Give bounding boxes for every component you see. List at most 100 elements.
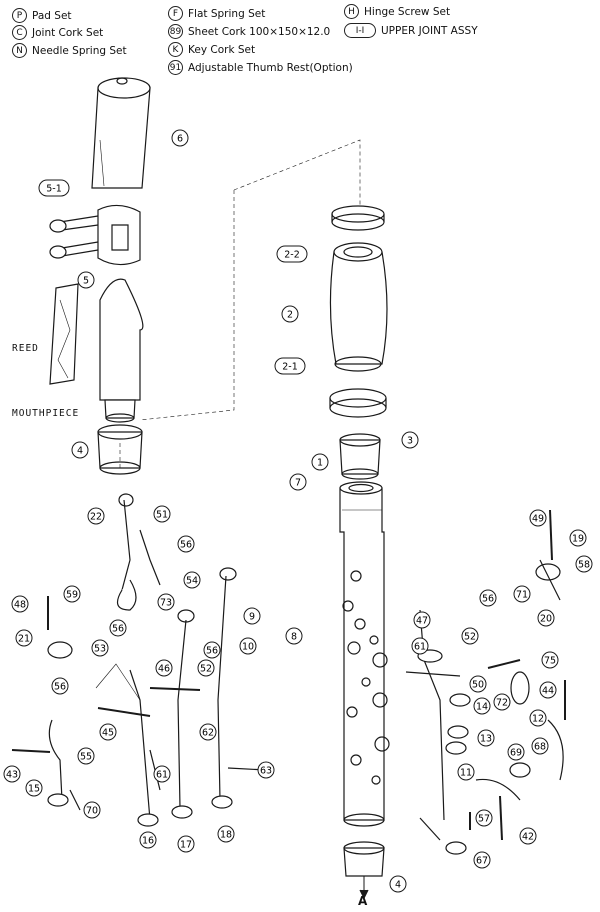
legend-code: 91: [168, 60, 183, 75]
callout-number: 75: [544, 656, 556, 667]
callout-number: 56: [54, 682, 66, 693]
callout-number: 56: [482, 594, 494, 605]
callout-number: 73: [160, 598, 172, 609]
callout-number: 5-1: [46, 184, 62, 195]
callout-circle: [311, 453, 329, 471]
legend-code: I-I: [344, 23, 376, 38]
callout-circle: [217, 825, 235, 843]
part-callout: 55: [77, 747, 95, 765]
callout-circle: [157, 593, 175, 611]
callout-number: 17: [180, 840, 192, 851]
callout-number: 45: [102, 728, 114, 739]
callout-circle: [51, 677, 69, 695]
callout-circle: [71, 441, 89, 459]
upper-joint-body: [339, 481, 390, 827]
legend-item: F Flat Spring Set: [168, 6, 265, 21]
callout-circle: [477, 729, 495, 747]
callout-number: 46: [158, 664, 170, 675]
callout-circle: [276, 245, 308, 263]
callout-circle: [541, 651, 559, 669]
mouthpiece-label: MOUTHPIECE: [12, 408, 80, 419]
part-callout: 2-1: [274, 357, 306, 375]
part-callout: 49: [529, 509, 547, 527]
part-callout: 67: [473, 851, 491, 869]
part-callout: 73: [157, 593, 175, 611]
callout-circle: [537, 609, 555, 627]
callout-circle: [413, 611, 431, 629]
legend-code: F: [168, 6, 183, 21]
arrow-a-label: A: [358, 894, 368, 908]
barrel-ring-bottom: [329, 388, 387, 418]
callout-circle: [493, 693, 511, 711]
callout-circle: [155, 659, 173, 677]
callout-number: 6: [177, 134, 183, 145]
part-callout: 5-1: [38, 179, 70, 197]
part-callout: 48: [11, 595, 29, 613]
callout-circle: [289, 473, 307, 491]
legend-code: H: [344, 4, 359, 19]
part-callout: 4: [71, 441, 89, 459]
callout-circle: [11, 595, 29, 613]
callout-number: 2-2: [284, 250, 300, 261]
part-callout: 61: [411, 637, 429, 655]
part-callout: 18: [217, 825, 235, 843]
callout-number: 58: [578, 560, 590, 571]
callout-number: 43: [6, 770, 18, 781]
callout-circle: [77, 271, 95, 289]
part-callout: 56: [109, 619, 127, 637]
barrel-ring-top: [331, 205, 385, 231]
callout-circle: [519, 827, 537, 845]
callout-circle: [77, 747, 95, 765]
part-callout: 54: [183, 571, 201, 589]
part-callout: 13: [477, 729, 495, 747]
callout-number: 63: [260, 766, 272, 777]
part-callout: 68: [531, 737, 549, 755]
reed-label: REED: [12, 343, 39, 354]
callout-circle: [25, 779, 43, 797]
legend-text: Flat Spring Set: [188, 7, 266, 20]
callout-circle: [99, 723, 117, 741]
part-callout: 56: [203, 641, 221, 659]
callout-number: 68: [534, 742, 546, 753]
callout-circle: [507, 743, 525, 761]
callout-circle: [389, 875, 407, 893]
callout-circle: [139, 831, 157, 849]
part-callout: 44: [539, 681, 557, 699]
part-callout: 69: [507, 743, 525, 761]
part-callout: 70: [83, 801, 101, 819]
callout-circle: [469, 675, 487, 693]
part-callout: 56: [177, 535, 195, 553]
callout-circle: [473, 697, 491, 715]
callout-number: 59: [66, 590, 78, 601]
callout-circle: [87, 507, 105, 525]
callout-number: 4: [77, 446, 83, 457]
callout-circle: [109, 619, 127, 637]
callout-circle: [257, 761, 275, 779]
part-callout: 20: [537, 609, 555, 627]
reed: [49, 283, 79, 385]
part-callout: 57: [475, 809, 493, 827]
part-callout: 17: [177, 835, 195, 853]
tenon-cork-ring: [343, 841, 385, 877]
callout-circle: [475, 809, 493, 827]
callout-number: 42: [522, 832, 534, 843]
callout-number: 44: [542, 686, 554, 697]
part-callout: 3: [401, 431, 419, 449]
callout-circle: [457, 763, 475, 781]
ligature: [49, 204, 141, 266]
barrel: [329, 242, 388, 372]
part-callout: 56: [479, 589, 497, 607]
callout-circle: [411, 637, 429, 655]
part-callout: 22: [87, 507, 105, 525]
callout-circle: [529, 509, 547, 527]
callout-number: 70: [86, 806, 98, 817]
callout-circle: [529, 709, 547, 727]
callout-circle: [3, 765, 21, 783]
callout-number: 18: [220, 830, 232, 841]
callout-number: 51: [156, 510, 168, 521]
